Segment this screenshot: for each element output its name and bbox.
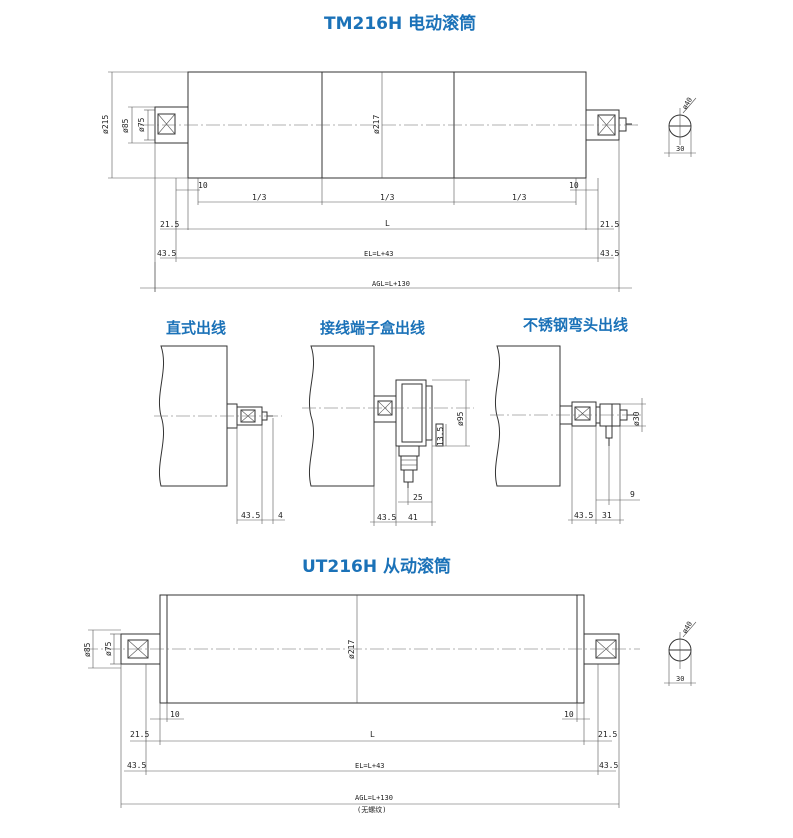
junction-box-outlet-drawing: ø95 13.5 25 43.5 41 [302,345,474,526]
ut-roller-drawing: ø85 ø75 ø217 10 10 21.5 21.5 L 43.5 43.5… [83,594,697,814]
ut-dim-215-left: 21.5 [130,730,149,739]
steel-dim-d30: ø30 [632,411,641,426]
ut-dim-435-left: 43.5 [127,761,146,770]
title-ut216h: UT216H 从动滚筒 [302,557,452,577]
tm-dim-d217: ø217 [372,115,381,134]
ut-dim-215-right: 21.5 [598,730,617,739]
straight-outlet-drawing: 43.5 4 [154,345,285,524]
tm-dim-d215: ø215 [101,115,110,134]
junction-dim-435: 43.5 [377,513,396,522]
tm-dim-end-d40: ø40 [681,96,694,111]
ut-dim-10-left: 10 [170,710,180,719]
junction-dim-41: 41 [408,513,418,522]
subtitle-junction-box-outlet: 接线端子盒出线 [320,319,426,337]
tm-dim-d75: ø75 [137,117,146,132]
tm-dim-third-3: 1/3 [512,193,527,202]
tm-dim-215-right: 21.5 [600,220,619,229]
tm-dim-215-left: 21.5 [160,220,179,229]
tm-dim-end-30: 30 [676,145,684,153]
ut-dim-note: (无螺纹) [357,805,386,814]
straight-dim-435: 43.5 [241,511,260,520]
ut-dim-L: L [370,730,375,739]
tm-dim-AGL: AGL=L+130 [372,280,410,288]
steel-dim-9: 9 [630,490,635,499]
subtitle-straight-outlet: 直式出线 [166,319,227,337]
tm-dim-EL: EL=L+43 [364,250,394,258]
ut-dim-d217: ø217 [347,640,356,659]
subtitle-steel-elbow-outlet: 不锈钢弯头出线 [523,316,629,334]
ut-dim-AGL: AGL=L+130 [355,794,393,802]
tm-dim-third-1: 1/3 [252,193,267,202]
ut-dim-10-right: 10 [564,710,574,719]
ut-dim-end-d40: ø40 [681,620,694,635]
junction-dim-135: 13.5 [436,427,445,446]
ut-dim-end-30: 30 [676,675,684,683]
steel-dim-435: 43.5 [574,511,593,520]
steel-dim-31: 31 [602,511,612,520]
tm-shaft-end-view: ø40 30 [664,96,697,157]
title-tm216h: TM216H 电动滚筒 [324,14,477,34]
tm-dim-d85: ø85 [121,118,130,133]
steel-elbow-outlet-drawing: ø30 9 43.5 31 [490,345,646,524]
tm-dim-435-right: 43.5 [600,249,619,258]
ut-dim-EL: EL=L+43 [355,762,385,770]
ut-dim-435-right: 43.5 [599,761,618,770]
straight-dim-4: 4 [278,511,283,520]
tm-dim-435-left: 43.5 [157,249,176,258]
junction-dim-25: 25 [413,493,423,502]
tm-roller-drawing: ø215 ø85 ø75 ø217 10 10 1/3 1/3 1/3 21.5… [101,71,697,292]
tm-dim-L: L [385,219,390,228]
ut-shaft-end-view: ø40 30 [664,620,697,686]
ut-dim-d75: ø75 [104,641,113,656]
ut-dim-d85: ø85 [83,642,92,657]
junction-dim-d95: ø95 [456,411,465,426]
tm-dim-10-left: 10 [198,181,208,190]
tm-dim-third-2: 1/3 [380,193,395,202]
tm-dim-10-right: 10 [569,181,579,190]
